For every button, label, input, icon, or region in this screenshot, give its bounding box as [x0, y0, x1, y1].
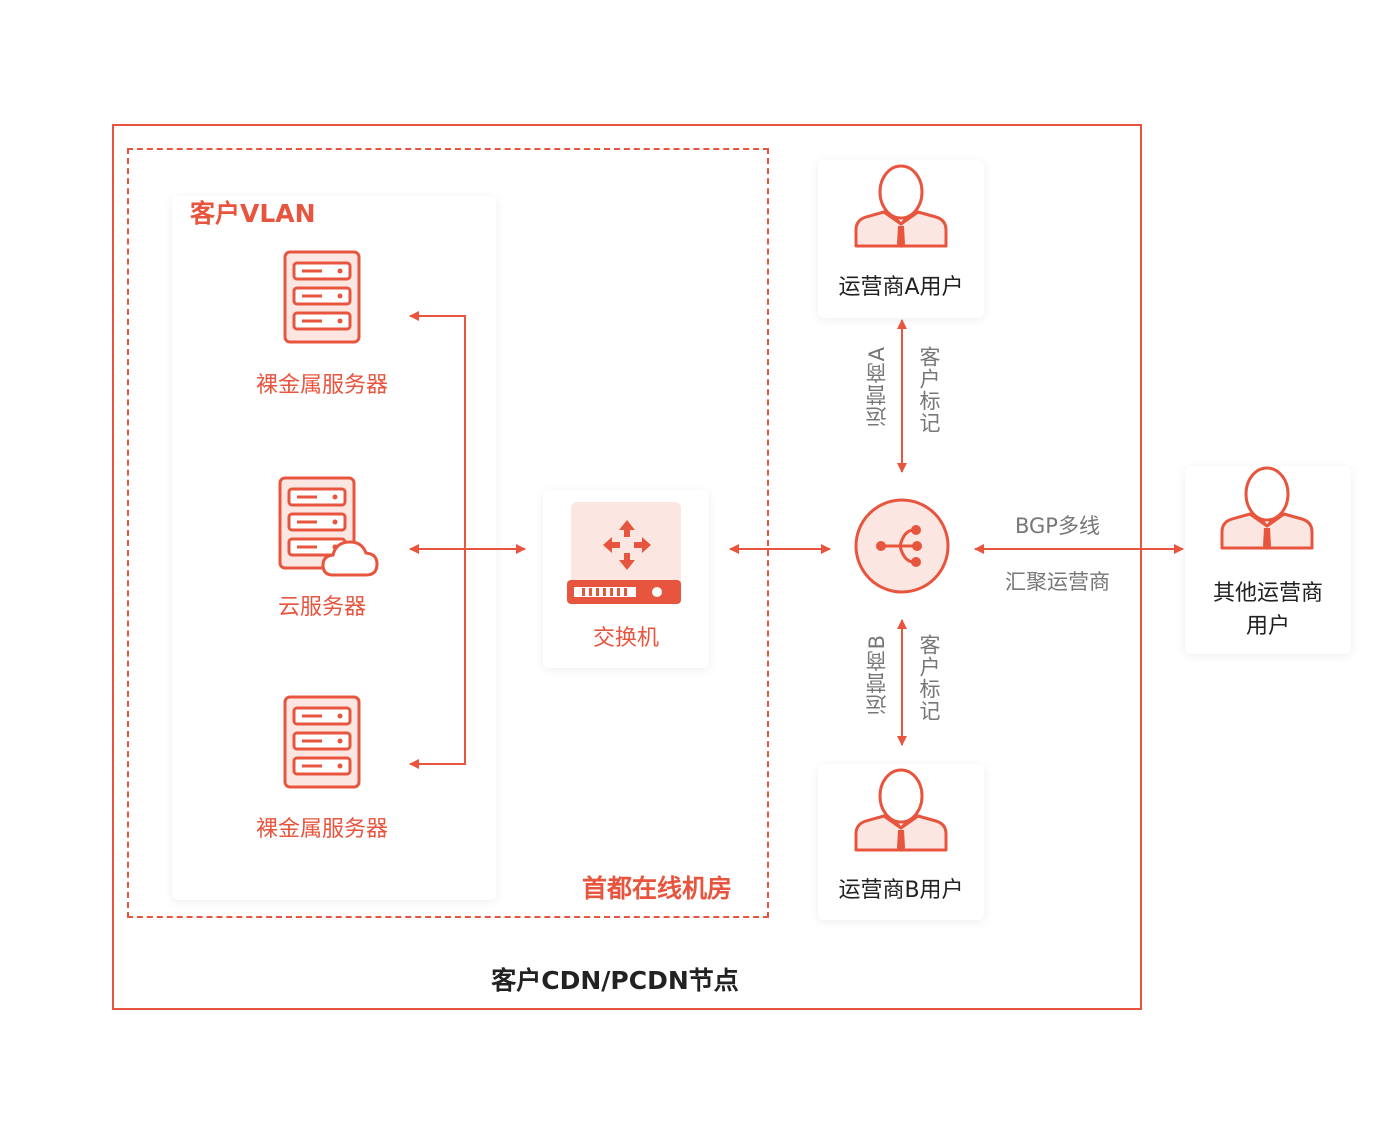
bgp-label: BGP多线 [1015, 514, 1100, 538]
server-label: 裸金属服务器 [255, 817, 388, 842]
user-icon [1220, 466, 1314, 552]
carrier-a-user-label: 运营商A用户 [838, 275, 964, 300]
server-label: 裸金属服务器 [255, 373, 388, 398]
switch-label: 交换机 [592, 626, 659, 651]
carrier-b-user-label: 运营商B用户 [838, 878, 964, 903]
user-icon [854, 164, 948, 250]
aggregation-label: 汇聚运营商 [1005, 570, 1110, 594]
carrier-b-tag-label: 客户标记 [917, 634, 941, 722]
other-user-label-line2: 用户 [1245, 614, 1290, 639]
carrier-b-link-label: 运营商B [865, 634, 889, 716]
datacenter-label: 首都在线机房 [582, 874, 733, 903]
server-label: 云服务器 [277, 595, 366, 620]
user-icon [854, 768, 948, 854]
cdn-node-box [112, 124, 1142, 1010]
vlan-label: 客户VLAN [190, 199, 316, 228]
cloud-server-icon [278, 476, 379, 577]
connectors [409, 311, 1184, 769]
bare-metal-server-icon [283, 695, 361, 789]
datacenter-box [127, 148, 769, 918]
carrier-a-link-label: 运营商A [865, 346, 889, 428]
other-user-label-line1: 其他运营商 [1212, 581, 1323, 606]
bare-metal-server-icon [283, 250, 361, 344]
switch-icon [567, 502, 681, 604]
carrier-a-tag-label: 客户标记 [917, 346, 941, 434]
bgp-hub-icon [854, 498, 950, 594]
cdn-node-title: 客户CDN/PCDN节点 [491, 966, 739, 995]
